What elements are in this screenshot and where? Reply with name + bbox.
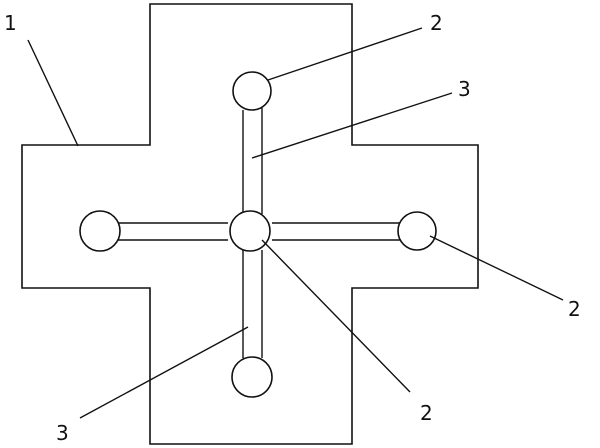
well-top (232, 71, 272, 111)
channel-horizontal-right (272, 222, 400, 241)
label-well-right: 2 (568, 297, 581, 321)
well-bottom (231, 356, 273, 398)
leader-channel-top (251, 92, 453, 159)
leader-well-center (261, 239, 411, 393)
channel-horizontal-left (118, 222, 228, 241)
label-body: 1 (4, 11, 17, 35)
channel-vertical-top (242, 108, 263, 216)
label-well-center: 2 (420, 401, 433, 425)
channel-vertical-bottom (242, 250, 263, 358)
leader-well-right (429, 235, 564, 301)
leader-well-top (267, 27, 423, 81)
well-left (79, 210, 121, 252)
well-right (397, 211, 437, 251)
label-channel-top: 3 (458, 77, 471, 101)
well-center (229, 210, 271, 252)
leader-channel-bottom (79, 326, 249, 419)
leader-body (27, 39, 79, 147)
label-well-top: 2 (430, 11, 443, 35)
label-channel-bottom: 3 (56, 421, 69, 445)
